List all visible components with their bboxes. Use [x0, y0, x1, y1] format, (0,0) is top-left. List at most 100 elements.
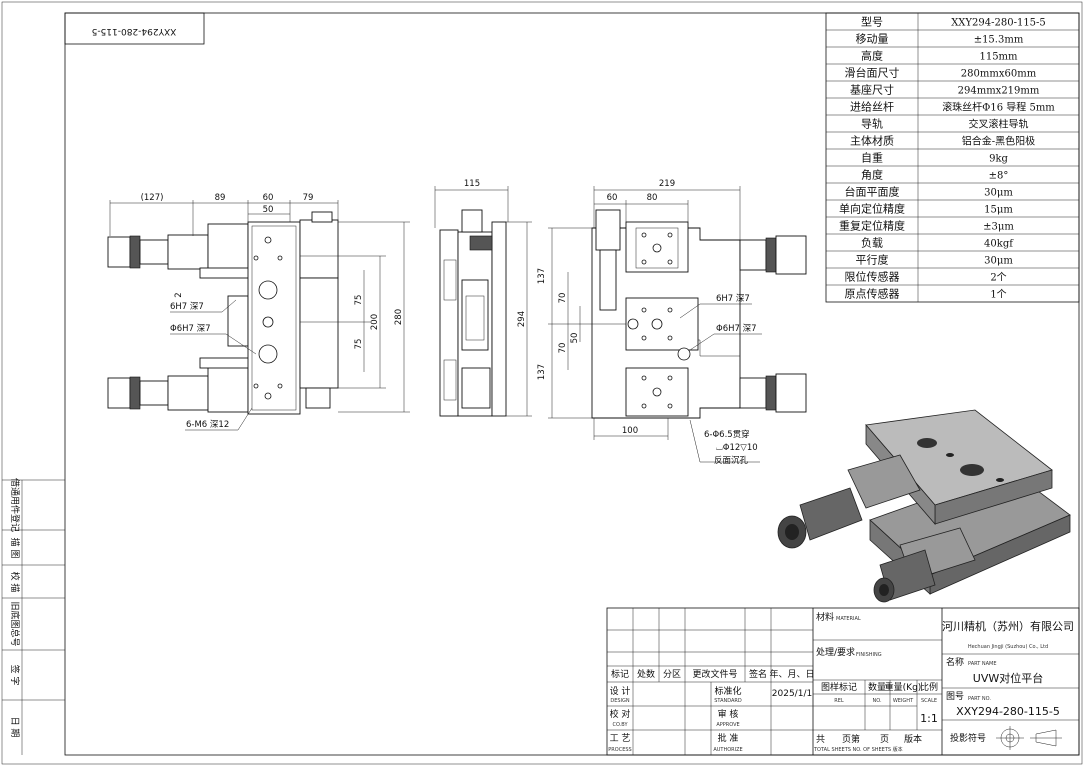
margin-label-5: 日 期 — [9, 717, 20, 738]
spec-value-7: 铝合金-黑色阳极 — [962, 135, 1035, 148]
spec-value-16: 1个 — [990, 289, 1006, 301]
svg-text:TOTAL SHEETS NO. OF SHEETS 版本: TOTAL SHEETS NO. OF SHEETS 版本 — [813, 746, 903, 753]
dim-side-115: 115 — [464, 179, 480, 189]
rev-h-1: 处数 — [637, 668, 655, 680]
part-name: UVW对位平台 — [973, 671, 1043, 685]
svg-text:CO.BY: CO.BY — [612, 722, 628, 728]
svg-text:页: 页 — [880, 734, 889, 745]
svg-text:STANDARD: STANDARD — [714, 698, 742, 704]
rev-h-2: 分区 — [663, 669, 681, 680]
spec-value-1: ±15.3mm — [974, 35, 1024, 46]
spec-key-8: 自重 — [861, 151, 883, 165]
svg-text:NO.: NO. — [872, 698, 881, 704]
svg-text:XXY294-280-115-5: XXY294-280-115-5 — [92, 26, 177, 36]
margin-label-4: 签 字 — [9, 665, 21, 686]
spec-value-3: 280mmx60mm — [961, 69, 1037, 80]
note-top-d6h7: Φ6H7 深7 — [716, 324, 757, 334]
svg-text:图号: 图号 — [946, 691, 964, 702]
dim-front-75b: 75 — [354, 339, 364, 350]
title-block: 标记 处数 分区 更改文件号 签名 年、月、日 设 计 DESIGN 标准化 S… — [606, 607, 1080, 756]
rev-h-0: 标记 — [611, 668, 629, 680]
projection-symbol-icon — [996, 726, 1062, 750]
spec-value-11: 15μm — [984, 205, 1013, 216]
spec-key-2: 高度 — [861, 49, 883, 63]
svg-text:MATERIAL: MATERIAL — [836, 616, 861, 622]
spec-key-16: 原点传感器 — [845, 288, 900, 301]
svg-text:SCALE: SCALE — [921, 698, 937, 704]
svg-text:处理/要求: 处理/要求 — [816, 646, 855, 658]
spec-key-5: 进给丝杆 — [850, 100, 894, 114]
dim-top-219: 219 — [659, 179, 675, 189]
spec-value-15: 2个 — [990, 272, 1006, 284]
margin-label-2: 校 描 — [9, 572, 21, 593]
note-front-m6: 6-M6 深12 — [186, 420, 229, 430]
spec-value-9: ±8° — [989, 171, 1009, 182]
dim-front-79: 79 — [303, 193, 314, 203]
svg-text:APPROVE: APPROVE — [716, 722, 739, 728]
svg-text:版本: 版本 — [904, 733, 922, 745]
sheet-inner-frame — [64, 12, 1080, 756]
dim-front-89: 89 — [215, 193, 226, 203]
spec-value-13: 40kgf — [984, 239, 1014, 250]
dim-top-50: 50 — [570, 333, 580, 344]
company-name: 河川精机（苏州）有限公司 — [942, 619, 1074, 633]
dim-top-80: 80 — [647, 193, 658, 203]
dim-top-137a: 137 — [537, 268, 547, 284]
svg-text:PART NO.: PART NO. — [968, 696, 991, 702]
drawing-code-stamp: XXY294-280-115-5 — [64, 12, 205, 45]
svg-text:PROCESS: PROCESS — [608, 747, 631, 753]
svg-text:投影符号: 投影符号 — [950, 732, 986, 744]
dim-side-294: 294 — [517, 311, 527, 327]
spec-value-0: XXY294-280-115-5 — [951, 18, 1046, 29]
dim-front-50: 50 — [263, 205, 274, 215]
isometric-render — [777, 409, 1071, 603]
svg-text:审 核: 审 核 — [718, 708, 739, 720]
spec-key-15: 限位传感器 — [845, 270, 900, 284]
left-margin-column: 借通用件登记 描 图 校 描 旧底图总号 签 字 日 期 — [2, 478, 65, 755]
svg-text:重量(Kg): 重量(Kg) — [885, 681, 922, 693]
spec-key-14: 平行度 — [856, 253, 889, 267]
spec-value-5: 滚珠丝杆Φ16 导程 5mm — [942, 101, 1055, 114]
company-name-en: Hechuan Jingji (Suzhou) Co., Ltd — [968, 644, 1048, 650]
side-view: 115 294 — [434, 179, 532, 417]
top-view: 219 60 80 137 137 70 70 50 100 6H7 深7 Φ6… — [537, 179, 807, 466]
svg-text:FINISHING: FINISHING — [856, 652, 882, 658]
scale-value: 1:1 — [920, 712, 938, 725]
svg-text:PART NAME: PART NAME — [968, 661, 997, 667]
svg-text:WEIGHT: WEIGHT — [893, 698, 914, 704]
spec-key-0: 型号 — [861, 15, 883, 29]
spec-key-1: 移动量 — [856, 33, 889, 46]
svg-text:页第: 页第 — [842, 733, 860, 745]
dim-top-70a: 70 — [558, 293, 568, 304]
dim-front-127: (127) — [141, 193, 164, 203]
note-top-through: 6-Φ6.5贯穿 — [704, 429, 750, 440]
dim-top-100: 100 — [622, 426, 638, 436]
spec-key-12: 重复定位精度 — [839, 219, 905, 233]
spec-value-2: 115mm — [979, 52, 1018, 63]
dim-front-75a: 75 — [354, 295, 364, 306]
spec-value-6: 交叉滚柱导轨 — [969, 118, 1029, 131]
rev-h-5: 年、月、日 — [769, 668, 814, 680]
margin-label-1: 描 图 — [9, 538, 21, 559]
svg-text:比例: 比例 — [920, 681, 938, 693]
svg-text:AUTHORIZE: AUTHORIZE — [713, 747, 742, 753]
spec-value-14: 30μm — [984, 256, 1013, 267]
note-top-6h7: 6H7 深7 — [716, 294, 750, 304]
spec-key-10: 台面平面度 — [845, 185, 900, 199]
note-top-backside: 反面沉孔 — [714, 455, 749, 466]
svg-text:图样标记: 图样标记 — [821, 681, 857, 693]
note-front-6h7: 6H7 深7 — [170, 302, 204, 312]
note-front-d6h7: Φ6H7 深7 — [170, 324, 211, 334]
dim-front-280: 280 — [394, 309, 404, 325]
svg-text:共: 共 — [816, 734, 825, 745]
spec-value-8: 9kg — [989, 154, 1008, 165]
dim-top-70b: 70 — [558, 343, 568, 354]
dim-front-60: 60 — [263, 193, 274, 203]
drawing-number: XXY294-280-115-5 — [956, 705, 1060, 718]
svg-text:设 计: 设 计 — [610, 685, 631, 697]
rev-h-3: 更改文件号 — [692, 668, 737, 680]
svg-text:DESIGN: DESIGN — [610, 698, 630, 704]
design-date: 2025/1/1 — [772, 689, 812, 699]
